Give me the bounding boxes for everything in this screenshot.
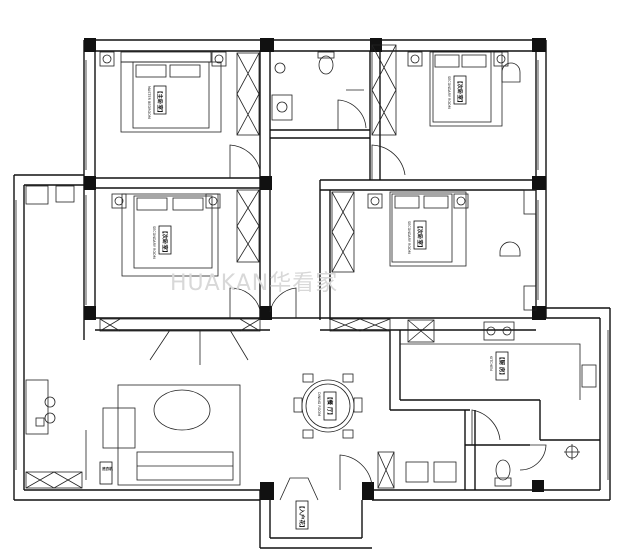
bathroom-fixtures [271, 51, 580, 487]
label-second-bedroom-mid: 【次卧室】 SECONDARY ROOM [407, 220, 427, 254]
laundry-label: 洗衣机 [102, 466, 113, 471]
label-dining: 【餐 厅】 DINING ROOM [317, 391, 337, 421]
master-bedroom-label: 【主卧室】 [156, 88, 164, 116]
second-bedroom-mid-sub: SECONDARY ROOM [407, 221, 411, 254]
kitchen-fixtures [400, 319, 597, 400]
outer-walls [13, 39, 611, 549]
second-bedroom-top-label: 【次卧室】 [456, 78, 464, 106]
dining-table [293, 373, 363, 439]
kitchen-label: 【厨 房】 [498, 354, 506, 378]
structural-columns [84, 38, 546, 500]
label-entrance: 【入户花】 [295, 500, 309, 531]
living-room-furniture [25, 185, 249, 486]
master-bedroom-sub: MASTER BEDROOM [147, 86, 151, 119]
beds [99, 51, 521, 277]
interior-walls [95, 51, 600, 490]
entrance-storage [279, 451, 395, 501]
windows [15, 60, 609, 480]
label-master-bedroom: 【主卧室】 MASTER BEDROOM [147, 85, 167, 119]
second-bedroom-top-sub: SECONDARY ROOM [447, 76, 451, 109]
entrance-label: 【入户花】 [298, 503, 306, 531]
second-bedroom-mid-label: 【次卧室】 [416, 223, 424, 251]
label-second-bedroom-left: 【次卧室】 SECONDARY ROOM [152, 225, 172, 259]
label-kitchen: 【厨 房】 KITCHEN [489, 351, 509, 381]
label-laundry: 洗衣机 [99, 461, 113, 485]
doors [229, 99, 547, 490]
label-second-bedroom-top: 【次卧室】 SECONDARY ROOM [447, 75, 467, 109]
second-bedroom-left-sub: SECONDARY ROOM [152, 226, 156, 259]
wardrobes [25, 44, 397, 489]
dining-sub: DINING ROOM [317, 392, 321, 416]
kitchen-sub: KITCHEN [489, 356, 493, 371]
watermark-text: HUAKAN华看家 [170, 271, 338, 296]
second-bedroom-left-label: 【次卧室】 [161, 228, 169, 256]
dining-label: 【餐 厅】 [326, 394, 334, 418]
